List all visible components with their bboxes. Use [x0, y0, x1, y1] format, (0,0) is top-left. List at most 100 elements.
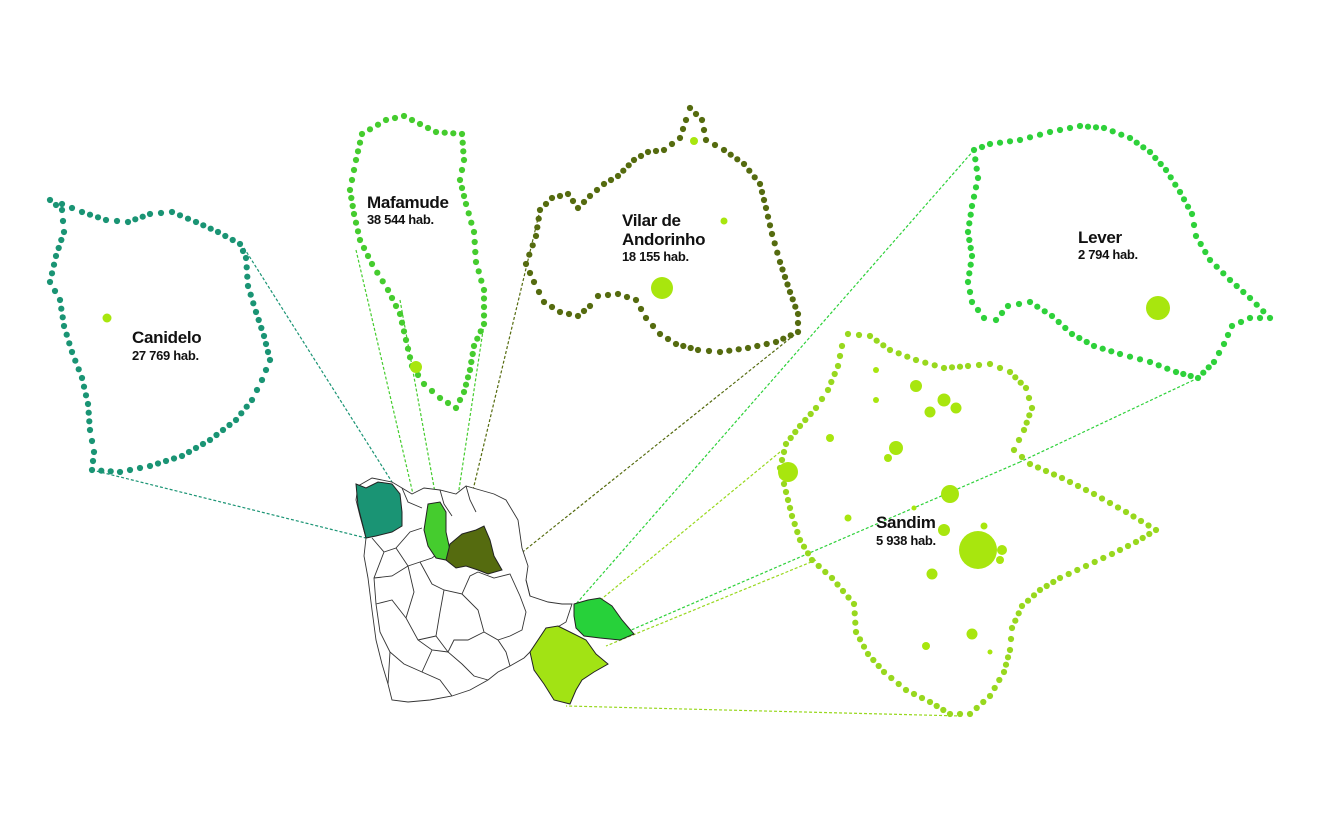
outline-dot	[800, 543, 808, 550]
outline-dot	[58, 206, 66, 214]
outline-dot	[480, 295, 488, 302]
outline-dot	[458, 184, 466, 192]
outline-dot	[480, 286, 488, 294]
outline-dot	[1260, 308, 1267, 315]
outline-dot	[1023, 419, 1030, 426]
outline-dot	[250, 300, 257, 307]
outline-dot	[86, 211, 94, 218]
outline-dot	[656, 330, 664, 338]
outline-dot	[458, 166, 466, 174]
outline-dot	[779, 266, 786, 273]
outline-dot	[262, 340, 270, 348]
outline-dot	[162, 457, 170, 465]
outline-dot	[63, 331, 70, 338]
outline-dot	[888, 674, 895, 682]
outline-dot	[1157, 160, 1164, 168]
outline-dot	[522, 260, 530, 268]
outline-dot	[346, 186, 354, 194]
outline-dot	[458, 130, 466, 138]
outline-dot	[1004, 654, 1012, 661]
outline-dot	[812, 404, 820, 412]
outline-dot	[78, 208, 86, 216]
outline-dot	[540, 298, 548, 306]
outline-dot	[535, 288, 543, 296]
population-dot	[884, 454, 892, 462]
outline-dot	[926, 698, 934, 706]
dotted-outline-lever	[964, 122, 1274, 382]
outline-dot	[1220, 270, 1227, 277]
outline-dot	[146, 210, 154, 218]
outline-dot	[1084, 123, 1092, 130]
outline-dot	[973, 165, 980, 172]
connector-lever	[575, 149, 975, 605]
outline-dot	[594, 292, 602, 300]
label-mafamude-population: 38 544 hab.	[367, 212, 434, 227]
outline-dot	[242, 254, 250, 262]
outline-dot	[978, 143, 986, 151]
outline-dot	[452, 404, 460, 412]
outline-dot	[620, 167, 627, 174]
outline-dot	[870, 656, 877, 664]
outline-dot	[746, 167, 753, 174]
outline-dot	[460, 388, 468, 396]
outline-dot	[652, 147, 660, 155]
outline-dot	[266, 356, 274, 364]
outline-dot	[548, 303, 556, 311]
outline-dot	[786, 288, 794, 296]
outline-dot	[116, 468, 124, 476]
connector-mafamude	[355, 249, 421, 525]
outline-dot	[727, 151, 734, 158]
outline-dot	[68, 204, 76, 212]
outline-dot	[80, 383, 88, 390]
outline-dot	[366, 126, 374, 133]
outline-dot	[784, 496, 792, 504]
outline-dot	[855, 331, 863, 339]
outline-dot	[113, 217, 121, 225]
outline-dot	[192, 444, 200, 452]
outline-dot	[46, 278, 54, 286]
outline-dot	[860, 643, 868, 650]
outline-dot	[260, 332, 268, 340]
outline-dot	[986, 140, 994, 148]
outline-dot	[247, 291, 254, 298]
outline-dot	[968, 298, 976, 306]
outline-dot	[700, 126, 708, 134]
outline-dot	[1152, 154, 1159, 162]
outline-dot	[474, 335, 481, 342]
outline-dot	[51, 287, 59, 295]
outline-dot	[252, 308, 260, 316]
outline-dot	[580, 198, 588, 206]
label-canidelo-population: 27 769 hab.	[132, 348, 199, 363]
outline-dot	[480, 320, 488, 328]
outline-dot	[58, 200, 66, 208]
outline-dot	[1024, 597, 1032, 604]
outline-dot	[1012, 617, 1019, 624]
outline-dot	[852, 619, 859, 626]
outline-dot	[239, 247, 247, 255]
map-parish-sandim[interactable]	[529, 625, 609, 705]
connector-mafamude	[451, 323, 485, 537]
outline-dot	[824, 386, 832, 394]
outline-dot	[975, 361, 983, 369]
outline-dot	[1034, 464, 1042, 471]
population-dot	[938, 524, 950, 536]
outline-dot	[968, 252, 976, 260]
outline-dot	[450, 130, 457, 137]
population-dot	[889, 441, 903, 455]
map-parish-vilar[interactable]	[445, 525, 503, 575]
outline-dot	[758, 188, 766, 196]
outline-dot	[1200, 369, 1207, 376]
outline-dot	[780, 480, 788, 488]
outline-dot	[912, 356, 920, 364]
outline-dot	[1036, 131, 1044, 138]
map-parish-canidelo[interactable]	[355, 481, 403, 539]
outline-dot	[980, 314, 988, 322]
outline-dot	[968, 202, 976, 210]
outline-dot	[1220, 340, 1228, 348]
map-parish-lever[interactable]	[573, 597, 635, 641]
outline-dot	[232, 416, 240, 424]
outline-dot	[400, 328, 408, 335]
population-dot	[959, 531, 997, 569]
outline-dot	[477, 328, 484, 335]
outline-dot	[850, 600, 858, 608]
